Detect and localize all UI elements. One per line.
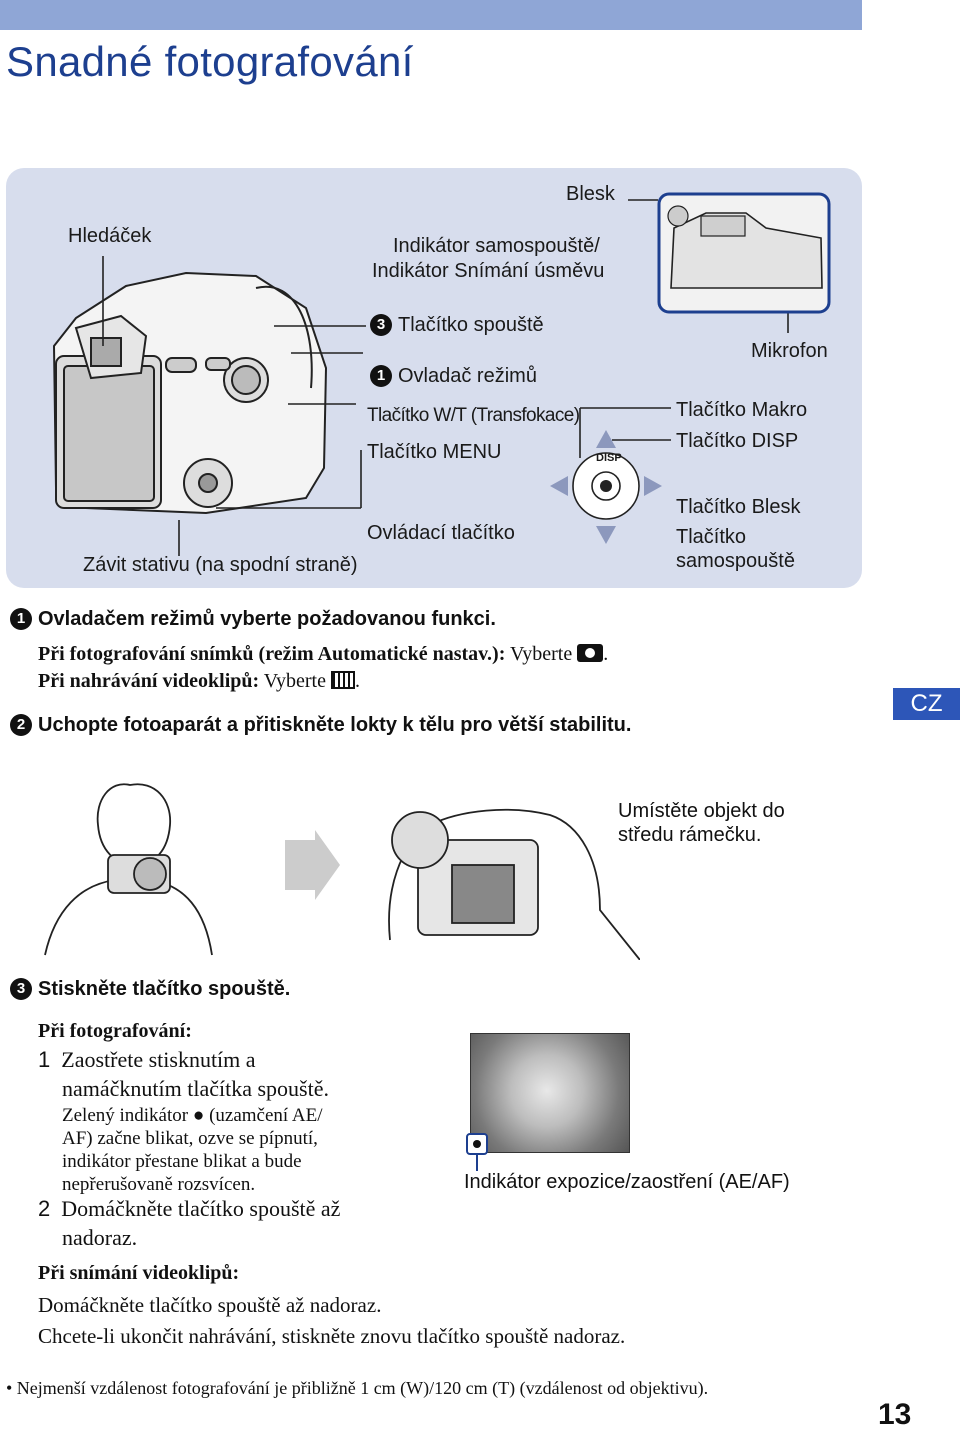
page-number: 13 [878, 1398, 912, 1431]
label-disp-button: Tlačítko DISP [676, 430, 799, 452]
label-flash: Blesk [566, 183, 615, 205]
label-macro-button: Tlačítko Makro [676, 399, 808, 421]
language-tab: CZ [893, 688, 960, 720]
photo-step-1-note-1: Zelený indikátor ● (uzamčení AE/ [62, 1105, 323, 1126]
camera-icon [577, 644, 604, 662]
video-line-2: Chcete-li ukončit nahrávání, stiskněte z… [38, 1324, 626, 1348]
header-bar [0, 0, 862, 30]
photo-step-1-line-1: 1 Zaostřete stisknutím a [38, 1047, 256, 1072]
step-1-movie-line: Při nahrávání videoklipů: Vyberte . [38, 670, 360, 692]
label-flash-button: Tlačítko Blesk [676, 496, 801, 518]
label-wt-zoom-button: Tlačítko W/T (Transfokace) [367, 405, 580, 426]
photo-step-1-note-2: AF) začne blikat, ozve se pípnutí, [62, 1128, 318, 1149]
label-viewfinder: Hledáček [68, 225, 152, 247]
ae-af-pointer-line [476, 1155, 478, 1171]
photo-subheading: Při fotografování: [38, 1020, 192, 1042]
label-control-button: Ovládací tlačítko [367, 522, 515, 544]
step-number-badge: 1 [370, 365, 392, 387]
label-self-timer-button-2: samospouště [676, 550, 795, 572]
video-line-1: Domáčkněte tlačítko spouště až nadoraz. [38, 1293, 382, 1317]
photo-step-1-line-2: namáčknutím tlačítka spouště. [62, 1076, 329, 1101]
step-number-badge: 2 [10, 714, 32, 736]
step-number-badge: 1 [10, 608, 32, 630]
label-tripod-socket: Závit stativu (na spodní straně) [83, 554, 358, 576]
page-title: Snadné fotografování [6, 38, 414, 85]
footnote: • Nejmenší vzdálenost fotografování je p… [6, 1378, 709, 1398]
label-microphone: Mikrofon [751, 340, 828, 362]
camera-diagram-panel: DISP Hledáček Blesk Indikátor samospoušt… [6, 168, 862, 588]
label-self-timer-indicator-1: Indikátor samospouště/ [393, 235, 600, 257]
camera-illustration [52, 192, 831, 556]
photo-step-2-line-2: nadoraz. [62, 1225, 138, 1250]
ae-af-indicator-label: Indikátor expozice/zaostření (AE/AF) [464, 1171, 790, 1193]
step-number-badge: 3 [10, 978, 32, 1000]
label-self-timer-indicator-2: Indikátor Snímání úsměvu [372, 260, 605, 282]
center-subject-note-2: středu rámečku. [618, 824, 762, 846]
photo-step-2-line-1: 2 Domáčkněte tlačítko spouště až [38, 1196, 341, 1221]
video-subheading: Při snímání videoklipů: [38, 1262, 240, 1284]
step-1-still-line: Při fotografování snímků (režim Automati… [38, 643, 609, 665]
dog-photo-preview [470, 1033, 630, 1153]
movie-icon [331, 671, 355, 689]
photo-step-1-note-4: nepřerušovaně rozsvícen. [62, 1174, 256, 1195]
label-self-timer-button-1: Tlačítko [676, 526, 747, 548]
ae-af-indicator-icon [466, 1133, 488, 1155]
holding-camera-illustration [44, 783, 640, 960]
center-subject-note-1: Umístěte objekt do [618, 800, 785, 822]
label-menu-button: Tlačítko MENU [367, 441, 502, 463]
photo-step-1-note-3: indikátor přestane blikat a bude [62, 1151, 302, 1172]
step-number-badge: 3 [370, 314, 392, 336]
disp-button-mark: DISP [596, 452, 622, 464]
